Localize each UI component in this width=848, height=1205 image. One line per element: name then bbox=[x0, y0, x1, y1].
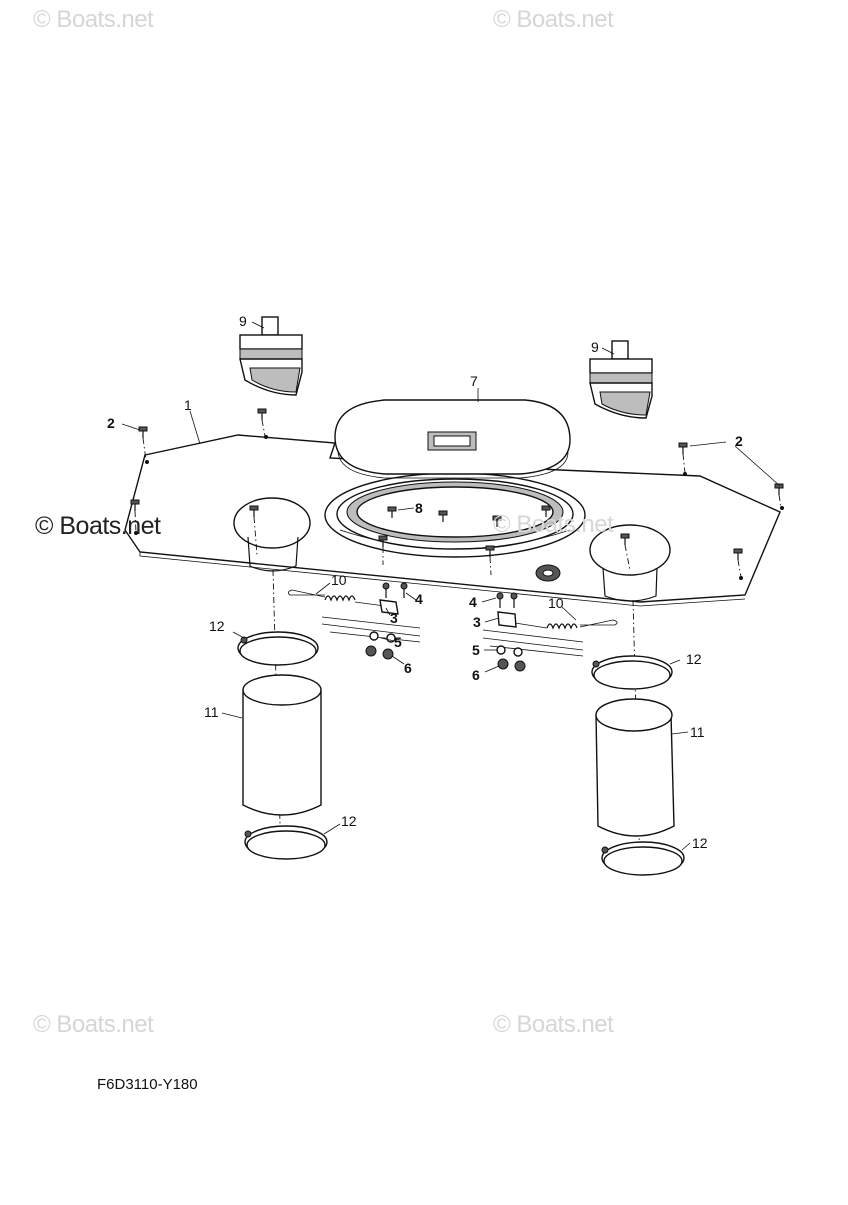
hatch-frame bbox=[324, 472, 586, 582]
cup-holder-insert-right bbox=[589, 340, 653, 419]
callout-6-left: 6 bbox=[404, 660, 412, 676]
callout-4-right: 4 bbox=[469, 594, 477, 610]
callout-11-left: 11 bbox=[204, 704, 219, 720]
watermark-bottom-left: © Boats.net bbox=[33, 1011, 154, 1038]
callout-9-right: 9 bbox=[591, 339, 599, 355]
callout-4-left: 4 bbox=[415, 591, 423, 607]
watermark-top-left: © Boats.net bbox=[33, 6, 154, 33]
right-tube-stack bbox=[591, 599, 685, 876]
callout-1: 1 bbox=[184, 397, 192, 413]
callout-11-right: 11 bbox=[690, 724, 705, 740]
left-tube-stack bbox=[237, 569, 328, 861]
callout-2-right: 2 bbox=[735, 433, 743, 449]
callout-6-right: 6 bbox=[472, 667, 480, 683]
callout-3-left: 3 bbox=[390, 610, 398, 626]
cup-holder-insert-left bbox=[239, 316, 303, 396]
leader-lines bbox=[121, 321, 781, 851]
latch-assembly-right bbox=[482, 592, 618, 672]
callout-12-lower-left: 12 bbox=[341, 813, 357, 829]
callout-5-left: 5 bbox=[394, 634, 402, 650]
diagram-code: F6D3110-Y180 bbox=[97, 1076, 198, 1093]
callout-10-right: 10 bbox=[548, 595, 564, 611]
callout-3-right: 3 bbox=[473, 614, 481, 630]
callout-12-upper-right: 12 bbox=[686, 651, 702, 667]
latch-assembly-left bbox=[288, 582, 421, 660]
watermark-bottom-right: © Boats.net bbox=[493, 1011, 614, 1038]
watermark-middle-left: © Boats.net bbox=[35, 512, 161, 540]
hatch-lid bbox=[334, 399, 571, 479]
callout-7: 7 bbox=[470, 373, 478, 389]
callout-2-left: 2 bbox=[107, 415, 115, 431]
callout-numbers: 1 2 2 3 3 4 4 5 5 6 6 7 8 9 9 10 10 11 1… bbox=[107, 313, 743, 851]
callout-9-left: 9 bbox=[239, 313, 247, 329]
callout-10-left: 10 bbox=[331, 572, 347, 588]
watermark-top-right: © Boats.net bbox=[493, 6, 614, 33]
callout-12-upper-left: 12 bbox=[209, 618, 225, 634]
callout-5-right: 5 bbox=[472, 642, 480, 658]
watermark-middle-center: © Boats.net bbox=[493, 511, 614, 538]
callout-12-lower-right: 12 bbox=[692, 835, 708, 851]
callout-8: 8 bbox=[415, 500, 423, 516]
screws bbox=[130, 408, 784, 578]
